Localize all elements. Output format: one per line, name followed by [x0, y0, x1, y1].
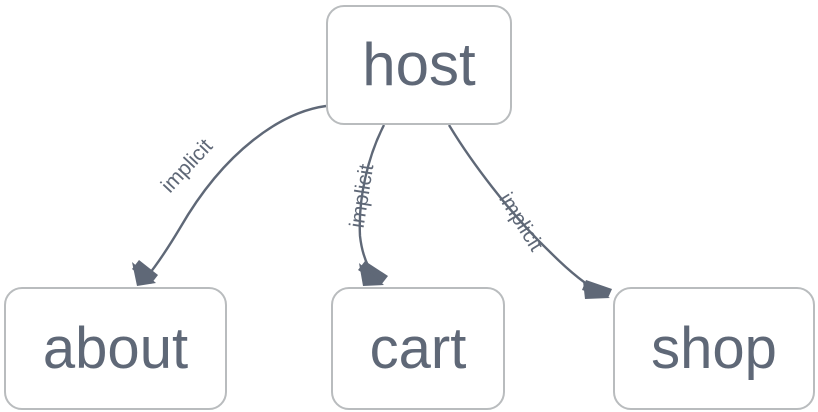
node-cart-label: cart	[369, 315, 467, 381]
edge-host-cart-arrowhead	[358, 261, 388, 285]
node-host-label: host	[362, 31, 476, 98]
node-host[interactable]: host	[326, 5, 512, 125]
edge-host-shop[interactable]	[447, 124, 612, 299]
node-shop-label: shop	[651, 315, 777, 381]
edge-host-shop-arrowhead-fill	[583, 281, 610, 299]
node-shop[interactable]: shop	[613, 287, 815, 410]
node-about-label: about	[42, 315, 189, 381]
node-cart[interactable]: cart	[331, 287, 505, 410]
edge-host-about-arrowhead	[132, 260, 158, 284]
edge-host-shop-arrowhead	[582, 280, 612, 298]
edge-host-about-path	[145, 104, 327, 279]
node-about[interactable]: about	[4, 287, 227, 410]
edge-host-cart[interactable]	[358, 124, 388, 286]
edge-host-about[interactable]	[132, 104, 327, 286]
edge-host-cart-arrowhead-fill	[359, 263, 384, 286]
edge-host-about-arrowhead-fill	[132, 262, 156, 286]
